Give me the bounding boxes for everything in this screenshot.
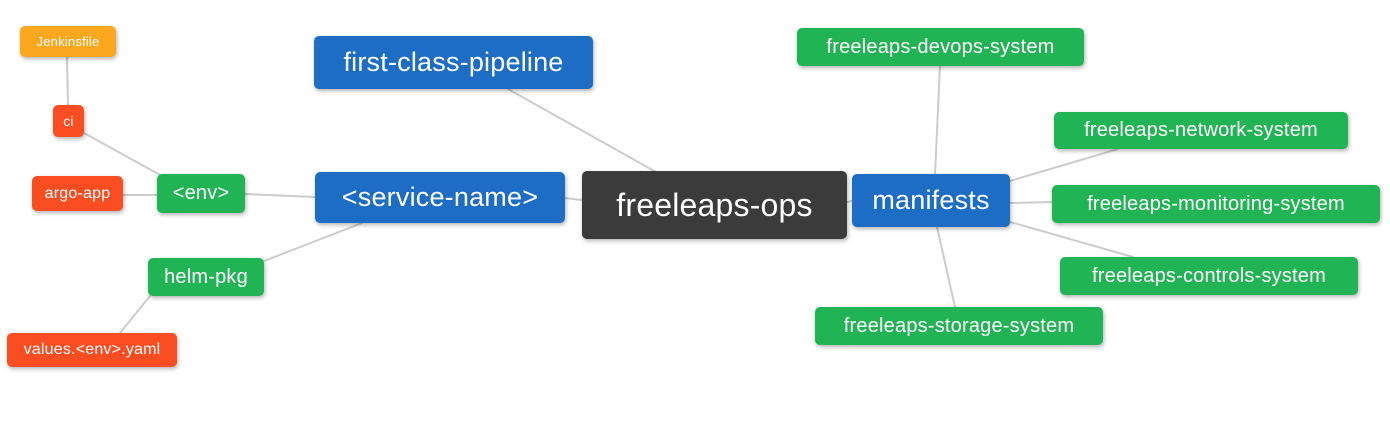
edge-first-class-pipeline--freeleaps-ops [507,88,657,173]
node-label-freeleaps-monitoring-system: freeleaps-monitoring-system [1087,192,1345,215]
edge-service-name--freeleaps-ops [564,197,583,201]
node-label-first-class-pipeline: first-class-pipeline [343,47,564,77]
node-freeleaps-network-system[interactable]: freeleaps-network-system [1054,112,1348,149]
edge-manifests--freeleaps-controls-system [1009,221,1134,258]
node-ci[interactable]: ci [53,105,84,137]
edge-manifests--freeleaps-devops-system [934,65,941,175]
node-label-argo-app: argo-app [44,184,111,202]
node-freeleaps-devops-system[interactable]: freeleaps-devops-system [797,28,1084,66]
edge-manifests--freeleaps-storage-system [936,226,956,308]
edge-manifests--freeleaps-network-system [1009,148,1119,182]
edge-helm-pkg--service-name [263,222,363,262]
node-first-class-pipeline[interactable]: first-class-pipeline [314,36,593,89]
node-freeleaps-ops[interactable]: freeleaps-ops [582,171,847,239]
node-env[interactable]: <env> [157,174,245,213]
node-jenkinsfile[interactable]: Jenkinsfile [20,26,116,57]
node-values-env-yaml[interactable]: values.<env>.yaml [7,333,177,367]
node-label-freeleaps-devops-system: freeleaps-devops-system [826,35,1055,58]
node-label-helm-pkg: helm-pkg [164,265,248,288]
edge-ci--env [83,132,163,177]
node-helm-pkg[interactable]: helm-pkg [148,258,264,296]
node-freeleaps-controls-system[interactable]: freeleaps-controls-system [1060,257,1358,295]
edge-jenkinsfile--ci [66,56,69,106]
node-manifests[interactable]: manifests [852,174,1010,227]
node-label-freeleaps-network-system: freeleaps-network-system [1084,119,1318,141]
edge-values-env-yaml--helm-pkg [119,295,151,334]
node-label-values-env-yaml: values.<env>.yaml [23,341,161,358]
node-label-freeleaps-storage-system: freeleaps-storage-system [843,314,1075,337]
node-freeleaps-storage-system[interactable]: freeleaps-storage-system [815,307,1103,345]
node-label-freeleaps-controls-system: freeleaps-controls-system [1092,264,1326,287]
node-argo-app[interactable]: argo-app [32,176,123,211]
edge-freeleaps-ops--manifests [846,200,853,203]
node-label-jenkinsfile: Jenkinsfile [36,34,100,49]
node-label-env: <env> [172,182,230,204]
node-label-service-name: <service-name> [341,182,539,212]
node-label-freeleaps-ops: freeleaps-ops [616,186,813,223]
node-service-name[interactable]: <service-name> [315,172,565,223]
node-freeleaps-monitoring-system[interactable]: freeleaps-monitoring-system [1052,185,1380,223]
edge-env--service-name [244,193,316,198]
node-label-ci: ci [63,113,74,129]
edge-manifests--freeleaps-monitoring-system [1009,201,1053,204]
node-label-manifests: manifests [872,185,990,215]
